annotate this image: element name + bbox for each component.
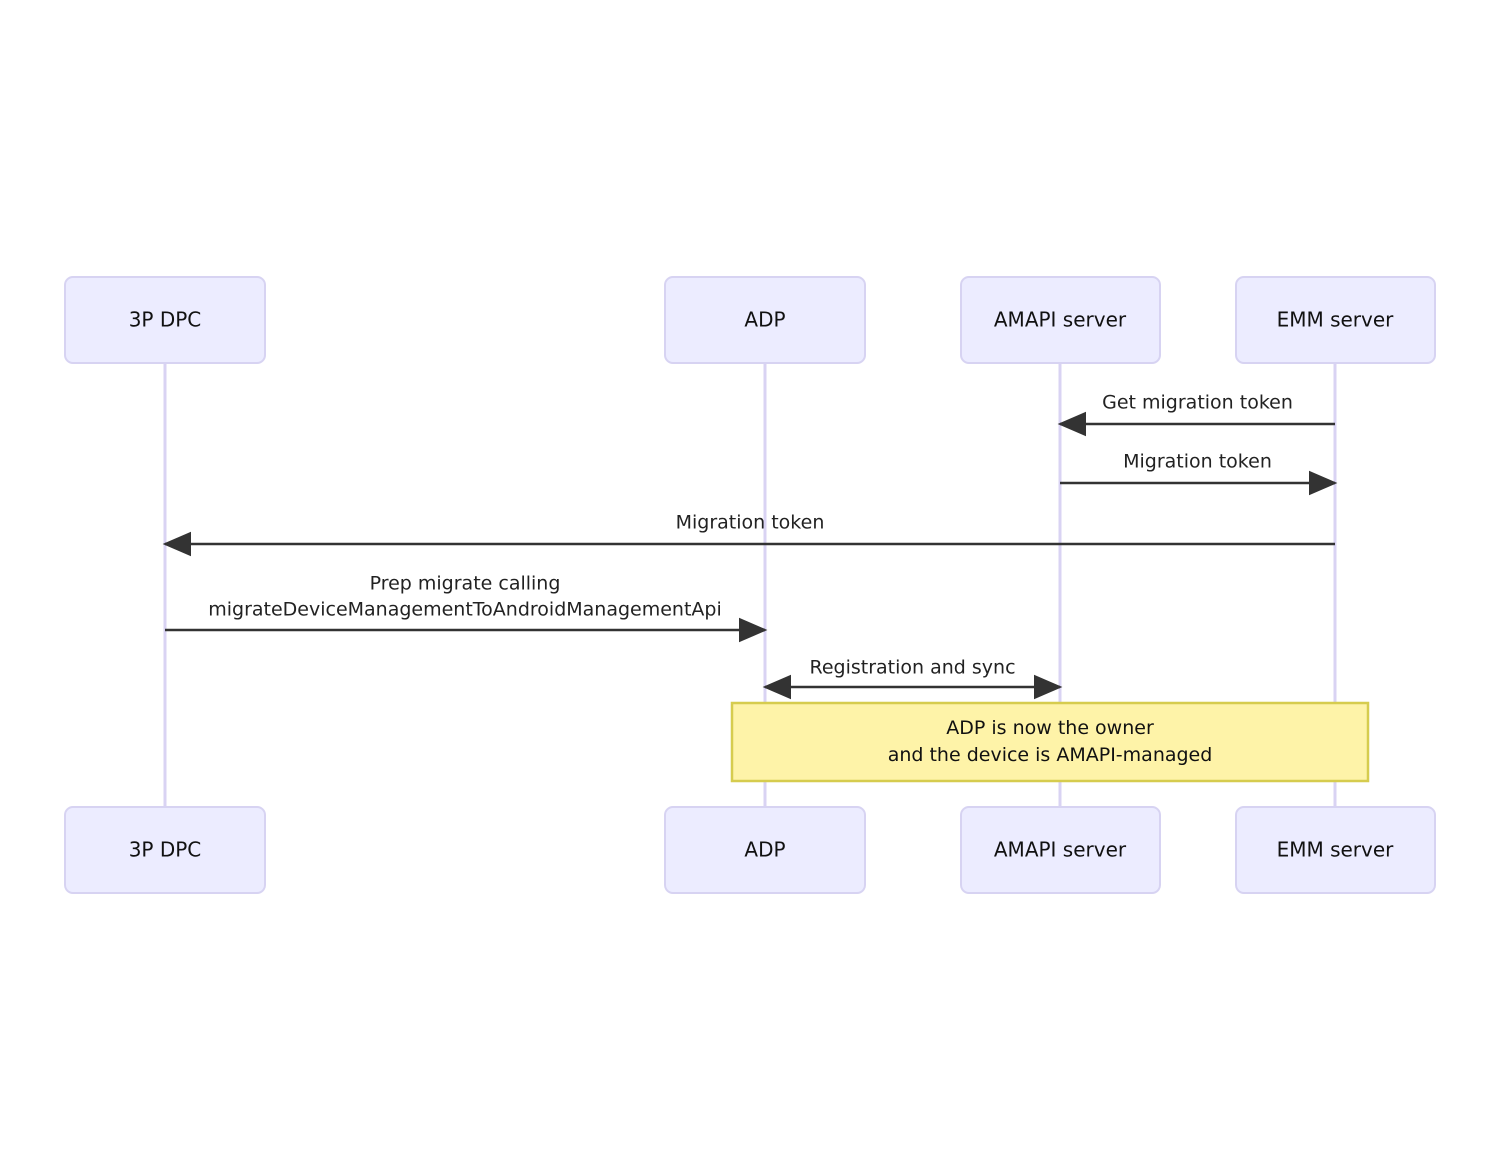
message-label-line: Registration and sync xyxy=(809,657,1015,679)
participant-label: ADP xyxy=(744,838,785,862)
participant-box xyxy=(64,806,266,894)
participant-label: 3P DPC xyxy=(129,308,202,332)
participant-box xyxy=(664,806,866,894)
message-m5: Registration and sync xyxy=(762,657,1063,700)
participant-amapi-top[interactable]: AMAPI server xyxy=(960,276,1161,364)
participant-box xyxy=(1235,276,1436,364)
message-label-line: Migration token xyxy=(676,512,825,534)
note-n1: ADP is now the owner and the device is AM… xyxy=(730,701,1370,783)
note-text-line: and the device is AMAPI-managed xyxy=(888,744,1213,766)
participant-dpc-top[interactable]: 3P DPC xyxy=(64,276,266,364)
message-label-line: Migration token xyxy=(1123,451,1272,473)
notes-group: ADP is now the owner and the device is AM… xyxy=(730,701,1370,783)
participant-label: EMM server xyxy=(1277,838,1395,862)
participant-label: EMM server xyxy=(1277,308,1395,332)
message-m1: Get migration token xyxy=(1057,392,1335,437)
participant-label: AMAPI server xyxy=(994,308,1127,332)
participant-box xyxy=(960,276,1161,364)
participant-label: AMAPI server xyxy=(994,838,1127,862)
participants-top-group: 3P DPC ADP AMAPI server EMM server xyxy=(64,276,1436,364)
participant-amapi-bottom[interactable]: AMAPI server xyxy=(960,806,1161,894)
participant-label: 3P DPC xyxy=(129,838,202,862)
participant-box xyxy=(664,276,866,364)
note-box xyxy=(730,701,1370,783)
participant-box xyxy=(64,276,266,364)
message-label-line: Get migration token xyxy=(1102,392,1293,414)
message-label-line: Prep migrate calling xyxy=(370,573,561,595)
participant-label: ADP xyxy=(744,308,785,332)
note-text-line: ADP is now the owner xyxy=(946,717,1154,739)
participant-adp-top[interactable]: ADP xyxy=(664,276,866,364)
message-m2: Migration token xyxy=(1060,451,1338,496)
participant-adp-bottom[interactable]: ADP xyxy=(664,806,866,894)
message-m4: Prep migrate calling migrateDeviceManagem… xyxy=(165,573,768,643)
participant-box xyxy=(1235,806,1436,894)
message-label-line: migrateDeviceManagementToAndroidManageme… xyxy=(208,599,722,621)
participant-emm-bottom[interactable]: EMM server xyxy=(1235,806,1436,894)
participant-box xyxy=(960,806,1161,894)
participants-bottom-group: 3P DPC ADP AMAPI server EMM server xyxy=(64,806,1436,894)
participant-dpc-bottom[interactable]: 3P DPC xyxy=(64,806,266,894)
message-m3: Migration token xyxy=(162,512,1335,557)
participant-emm-top[interactable]: EMM server xyxy=(1235,276,1436,364)
